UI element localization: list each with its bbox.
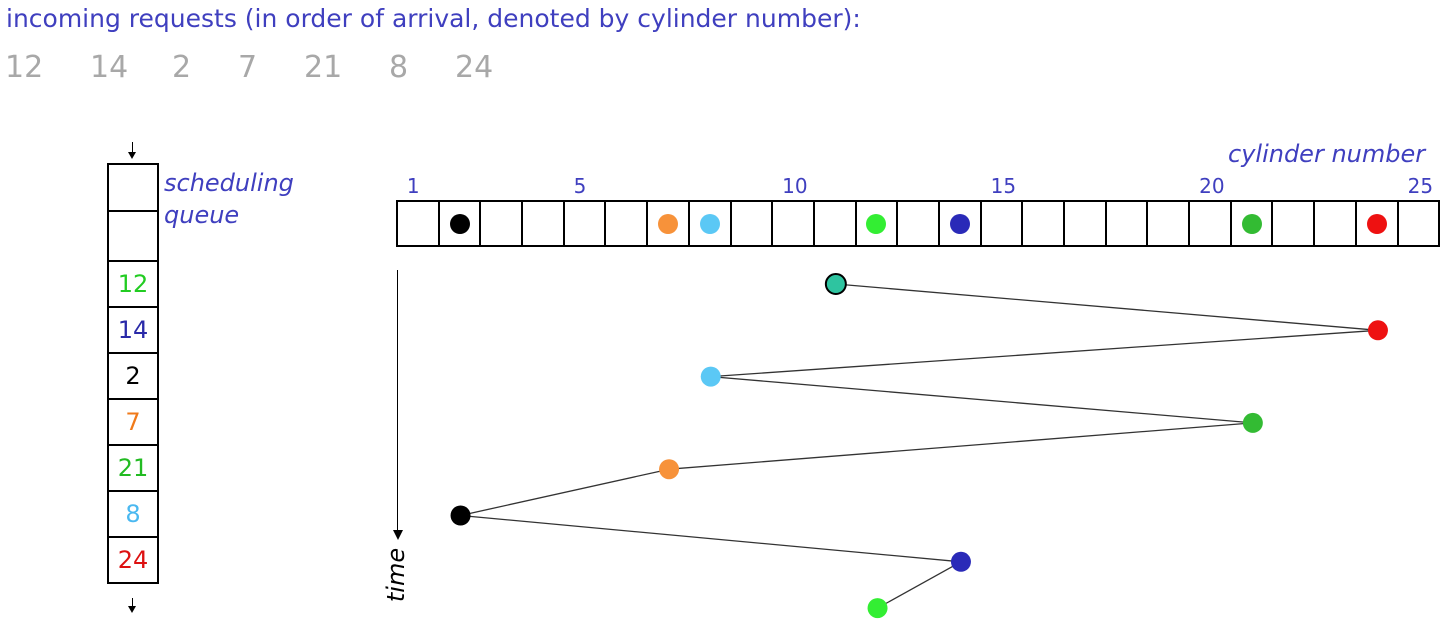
request-value: 12	[5, 50, 44, 85]
request-marker	[1241, 213, 1262, 234]
time-axis-line	[397, 270, 398, 532]
queue-label-line2: queue	[164, 201, 240, 229]
cylinder-cell	[398, 202, 440, 245]
cylinder-cell	[1023, 202, 1065, 245]
queue-in-arrow	[132, 142, 133, 156]
cylinder-cell	[1065, 202, 1107, 245]
head-path-segment	[668, 422, 1253, 470]
request-marker	[866, 213, 887, 234]
queue-cell: 24	[109, 538, 157, 584]
head-path-segment	[710, 375, 1253, 424]
cylinder-cell	[606, 202, 649, 245]
cylinder-cell	[1232, 202, 1274, 245]
queue-label: scheduling queue	[164, 167, 294, 231]
cylinder-cell	[1399, 202, 1441, 245]
cylinder-tick-label: 25	[1407, 174, 1434, 198]
queue-label-line1: scheduling	[164, 169, 294, 197]
request-value: 7	[238, 50, 258, 85]
cylinder-tick-label: 15	[990, 174, 1017, 198]
cylinder-cell	[440, 202, 482, 245]
request-marker	[699, 213, 720, 234]
request-value: 24	[455, 50, 494, 85]
queue-out-arrowhead	[128, 606, 136, 613]
queue-cell: 14	[109, 308, 157, 354]
head-path-segment	[460, 468, 670, 517]
queue-cell	[109, 212, 157, 262]
cylinder-cell	[1107, 202, 1149, 245]
head-position-point	[824, 273, 847, 295]
cylinder-cell	[982, 202, 1024, 245]
request-value: 8	[389, 50, 409, 85]
request-marker	[949, 213, 970, 234]
cylinder-cell	[898, 202, 940, 245]
head-position-point	[867, 598, 888, 619]
cylinder-tick-label: 1	[406, 174, 420, 198]
cylinder-tick-label: 20	[1199, 174, 1225, 198]
head-path-segment	[835, 283, 1379, 331]
head-position-point	[1367, 320, 1388, 341]
head-path-segment	[710, 329, 1378, 378]
request-marker	[657, 213, 678, 234]
queue-in-arrowhead	[128, 152, 136, 159]
request-marker	[449, 213, 470, 234]
cylinder-cell	[732, 202, 774, 245]
queue-cell: 2	[109, 354, 157, 400]
request-marker	[1366, 213, 1387, 234]
cylinder-cell	[1315, 202, 1357, 245]
cylinder-cell	[857, 202, 899, 245]
time-axis-arrowhead	[393, 530, 403, 540]
cylinder-cell	[1190, 202, 1232, 245]
cylinder-axis-label: cylinder number	[1228, 140, 1426, 168]
head-path-segment	[877, 561, 962, 609]
cylinder-cell	[1148, 202, 1191, 245]
queue-cell: 8	[109, 492, 157, 538]
incoming-requests: 12 14 2 7 21 8 24	[0, 50, 600, 86]
queue-cell	[109, 165, 157, 212]
head-position-point	[1242, 412, 1263, 433]
cylinder-cell	[690, 202, 732, 245]
cylinder-cell	[1273, 202, 1316, 245]
queue-cell: 21	[109, 446, 157, 492]
queue-cell: 7	[109, 400, 157, 446]
cylinder-cell	[481, 202, 524, 245]
cylinder-cell	[648, 202, 690, 245]
cylinder-cell	[565, 202, 607, 245]
cylinder-cell	[1357, 202, 1399, 245]
head-path-segment	[460, 514, 962, 563]
request-value: 14	[90, 50, 129, 85]
request-value: 21	[304, 50, 343, 85]
cylinder-strip	[396, 200, 1441, 247]
cylinder-cell	[773, 202, 815, 245]
header-title: incoming requests (in order of arrival, …	[6, 4, 861, 33]
head-position-point	[700, 366, 721, 387]
cylinder-tick-label: 10	[782, 174, 808, 198]
queue-out-arrow	[132, 598, 133, 608]
head-position-point	[659, 459, 680, 480]
cylinder-tick-label: 5	[573, 174, 587, 198]
cylinder-cell	[815, 202, 857, 245]
queue-cell: 12	[109, 262, 157, 308]
head-position-point	[450, 505, 471, 526]
request-value: 2	[172, 50, 192, 85]
head-position-point	[950, 551, 971, 572]
cylinder-cell	[940, 202, 982, 245]
cylinder-cell	[523, 202, 565, 245]
